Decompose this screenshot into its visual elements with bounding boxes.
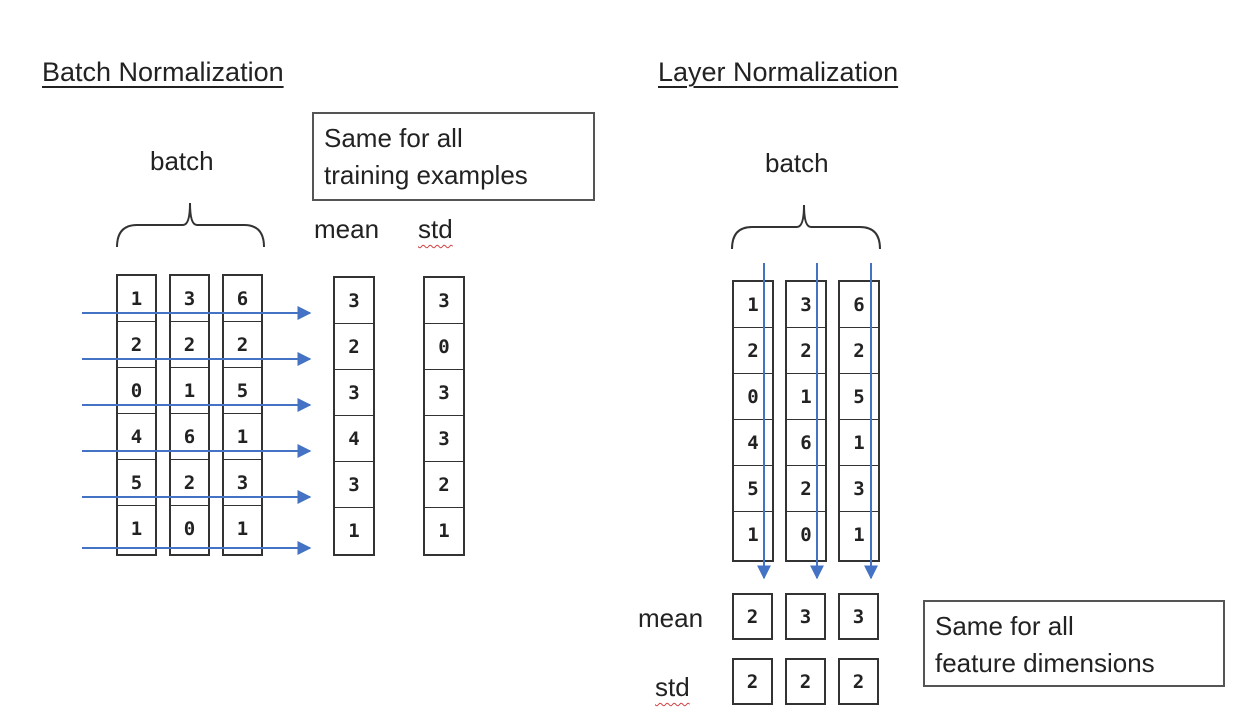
bn-batch-brace [116, 202, 265, 248]
bn-cell-r4-c3: 1 [224, 414, 261, 460]
bn-cell-r2-c1: 2 [118, 322, 155, 368]
bn-std-value-1: 3 [425, 278, 463, 324]
bn-cell-r3-c3: 5 [224, 368, 261, 414]
bn-cell-r5-c1: 5 [118, 460, 155, 506]
batch-norm-std-text: std [418, 214, 453, 244]
ln-mean-value-1: 2 [746, 605, 759, 628]
layer-norm-std-label: std [655, 672, 690, 703]
bn-std-column: 3 0 3 3 2 1 [423, 276, 465, 556]
ln-cell-r5-c3: 3 [840, 466, 878, 512]
layer-norm-mean-label: mean [638, 603, 704, 633]
bn-batch-column-1: 1 2 0 4 5 1 [116, 274, 157, 556]
bn-cell-r5-c3: 3 [224, 460, 261, 506]
bn-std-value-6: 1 [438, 520, 450, 542]
layer-norm-title: Layer Normalization [658, 57, 899, 87]
layer-norm-note-line-1: Same for all [935, 611, 1074, 641]
ln-std-value-2: 2 [799, 670, 812, 693]
bn-batch-column-3: 6 2 5 1 3 1 [222, 274, 263, 556]
bn-cell-r2-c2: 2 [171, 322, 208, 368]
ln-cell-r6-c2: 0 [800, 524, 812, 546]
bn-cell-r6-c3: 1 [236, 518, 249, 540]
layer-norm-std-text: std [655, 672, 690, 702]
bn-cell-r3-c1: 0 [118, 368, 155, 414]
ln-mean-value-2: 3 [799, 605, 812, 628]
bn-cell-r1-c2: 3 [171, 276, 208, 322]
bn-mean-value-5: 3 [335, 462, 373, 508]
ln-batch-column-2: 3 2 1 6 2 0 [785, 280, 827, 562]
batch-norm-title: Batch Normalization [42, 57, 284, 87]
ln-cell-r3-c1: 0 [734, 374, 772, 420]
bn-std-value-5: 2 [425, 462, 463, 508]
bn-cell-r3-c2: 1 [171, 368, 208, 414]
layer-norm-note: Same for all feature dimensions [923, 600, 1225, 687]
ln-cell-r2-c1: 2 [734, 328, 772, 374]
ln-batch-brace [731, 204, 881, 250]
bn-cell-r2-c3: 2 [224, 322, 261, 368]
batch-norm-note: Same for all training examples [312, 112, 595, 201]
batch-norm-note-line-1: Same for all [324, 123, 463, 153]
batch-norm-std-label: std [418, 214, 453, 245]
layer-norm-batch-label: batch [765, 148, 829, 178]
bn-std-value-4: 3 [425, 416, 463, 462]
ln-mean-box-3: 3 [838, 593, 879, 640]
bn-mean-value-6: 1 [348, 520, 360, 542]
ln-cell-r3-c2: 1 [787, 374, 825, 420]
batch-norm-batch-label: batch [150, 146, 214, 176]
ln-mean-box-1: 2 [732, 593, 773, 640]
bn-cell-r5-c2: 2 [171, 460, 208, 506]
bn-mean-value-1: 3 [335, 278, 373, 324]
ln-cell-r4-c3: 1 [840, 420, 878, 466]
ln-cell-r2-c3: 2 [840, 328, 878, 374]
bn-cell-r1-c3: 6 [224, 276, 261, 322]
bn-cell-r6-c2: 0 [183, 518, 196, 540]
ln-cell-r2-c2: 2 [787, 328, 825, 374]
bn-std-value-3: 3 [425, 370, 463, 416]
ln-cell-r1-c1: 1 [734, 282, 772, 328]
ln-cell-r4-c1: 4 [734, 420, 772, 466]
ln-cell-r5-c1: 5 [734, 466, 772, 512]
ln-cell-r6-c3: 1 [853, 524, 865, 546]
bn-cell-r4-c2: 6 [171, 414, 208, 460]
batch-norm-note-line-2: training examples [324, 160, 528, 190]
ln-mean-value-3: 3 [852, 605, 865, 628]
bn-cell-r6-c1: 1 [130, 518, 143, 540]
layer-norm-note-line-2: feature dimensions [935, 648, 1155, 678]
ln-cell-r5-c2: 2 [787, 466, 825, 512]
bn-std-value-2: 0 [425, 324, 463, 370]
bn-batch-column-2: 3 2 1 6 2 0 [169, 274, 210, 556]
ln-cell-r6-c1: 1 [747, 524, 759, 546]
ln-batch-column-3: 6 2 5 1 3 1 [838, 280, 880, 562]
bn-cell-r1-c1: 1 [118, 276, 155, 322]
bn-mean-column: 3 2 3 4 3 1 [333, 276, 375, 556]
ln-batch-column-1: 1 2 0 4 5 1 [732, 280, 774, 562]
ln-std-box-3: 2 [838, 658, 879, 705]
ln-cell-r1-c2: 3 [787, 282, 825, 328]
bn-mean-value-4: 4 [335, 416, 373, 462]
bn-mean-value-2: 2 [335, 324, 373, 370]
ln-cell-r3-c3: 5 [840, 374, 878, 420]
ln-cell-r4-c2: 6 [787, 420, 825, 466]
ln-std-value-3: 2 [852, 670, 865, 693]
bn-mean-value-3: 3 [335, 370, 373, 416]
ln-std-box-1: 2 [732, 658, 773, 705]
bn-cell-r4-c1: 4 [118, 414, 155, 460]
ln-mean-box-2: 3 [785, 593, 826, 640]
batch-norm-mean-label: mean [314, 214, 380, 244]
ln-std-box-2: 2 [785, 658, 826, 705]
ln-cell-r1-c3: 6 [840, 282, 878, 328]
ln-std-value-1: 2 [746, 670, 759, 693]
